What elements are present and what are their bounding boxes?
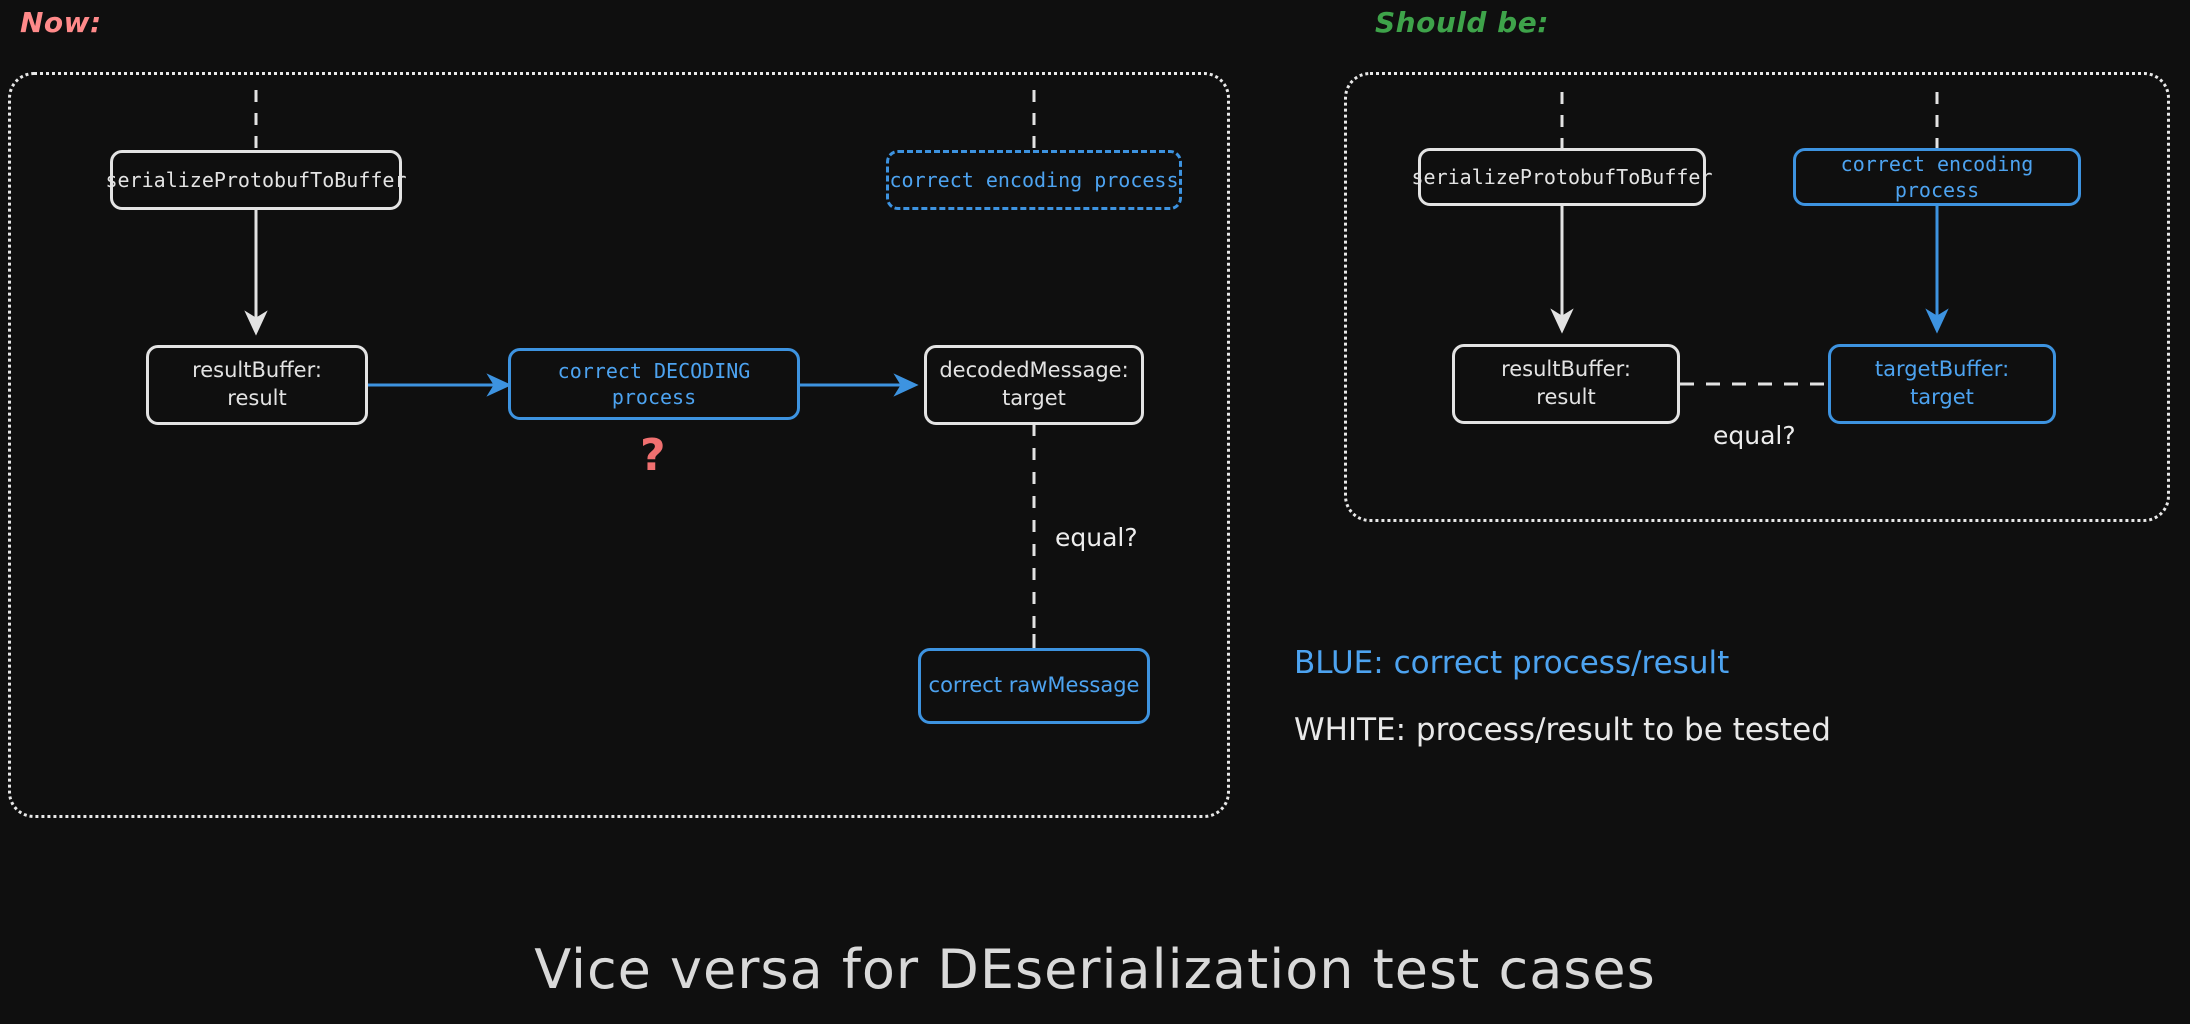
question-mark-annotation: ?	[640, 430, 666, 481]
node-target-buffer-should[interactable]: targetBuffer: target	[1828, 344, 2056, 424]
node-serialize-protobuf-to-buffer-now[interactable]: serializeProtobufToBuffer	[105, 150, 407, 210]
node-result-buffer-should[interactable]: resultBuffer: result	[1452, 344, 1680, 424]
should-be-heading: Should be:	[1375, 6, 1549, 39]
bottom-caption: Vice versa for DEserialization test case…	[534, 938, 1656, 1001]
legend-white-entry: WHITE: process/result to be tested	[1294, 712, 1831, 748]
should-be-group-container	[1344, 72, 2170, 522]
equal-label-should: equal?	[1713, 421, 1796, 450]
node-correct-raw-message-now[interactable]: correct rawMessage	[918, 648, 1150, 724]
legend-blue-entry: BLUE: correct process/result	[1294, 645, 1730, 681]
node-correct-encoding-process-should[interactable]: correct encoding process	[1793, 148, 2081, 206]
now-group-container	[8, 72, 1230, 818]
node-serialize-protobuf-to-buffer-should[interactable]: serializeProtobufToBuffer	[1411, 148, 1713, 206]
equal-label-now: equal?	[1055, 523, 1138, 552]
node-correct-decoding-process-now[interactable]: correct DECODING process	[508, 348, 800, 420]
node-decoded-message-now[interactable]: decodedMessage: target	[924, 345, 1144, 425]
node-correct-encoding-process-now[interactable]: correct encoding process	[886, 150, 1182, 210]
node-result-buffer-now[interactable]: resultBuffer: result	[146, 345, 368, 425]
now-heading: Now:	[20, 6, 102, 39]
